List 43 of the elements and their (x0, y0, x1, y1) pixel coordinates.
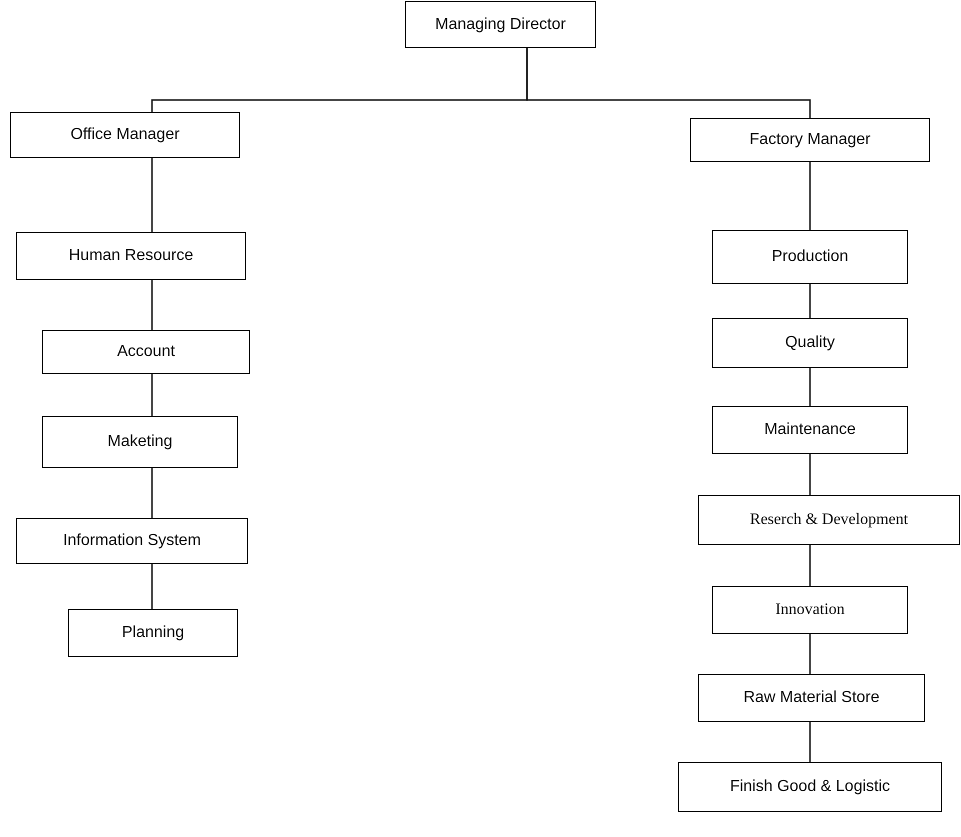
org-box (698, 495, 960, 545)
role-label: Planning (122, 624, 184, 642)
connector-line (809, 722, 811, 762)
connector-line (809, 284, 811, 318)
org-box (42, 330, 250, 374)
org-box (68, 609, 238, 657)
connector-line (809, 454, 811, 495)
role-label: Production (772, 248, 848, 266)
role-label: Reserch & Development (750, 511, 908, 529)
connector-line (809, 368, 811, 406)
org-box (405, 1, 596, 48)
role-label: Human Resource (68, 247, 194, 265)
org-box (690, 118, 930, 162)
connector-line (151, 158, 153, 232)
role-label: Managing Director (435, 16, 566, 34)
connector-line (151, 280, 153, 330)
connector-line (809, 545, 811, 586)
role-label: Account (117, 343, 175, 361)
connector-line (526, 48, 811, 118)
role-label: Innovation (775, 601, 845, 619)
role-label: Factory Manager (750, 131, 870, 149)
org-box (712, 586, 908, 634)
connector-line (151, 468, 153, 518)
org-box (712, 318, 908, 368)
org-box (678, 762, 942, 812)
role-label: Raw Material Store (743, 689, 880, 707)
connector-line (151, 374, 153, 416)
org-box (698, 674, 925, 722)
role-label: Maketing (108, 433, 172, 451)
role-label: Finish Good & Logistic (730, 778, 890, 796)
org-box (16, 232, 246, 280)
connector-line (809, 162, 811, 230)
org-box (10, 112, 240, 158)
org-box (16, 518, 248, 564)
org-box (42, 416, 238, 468)
connector-line (809, 634, 811, 674)
connector-line (151, 564, 153, 609)
org-box (712, 406, 908, 454)
role-label: Information System (63, 532, 201, 550)
org-box (712, 230, 908, 284)
role-label: Maintenance (764, 421, 856, 439)
role-label: Office Manager (70, 126, 180, 144)
role-label: Quality (785, 334, 835, 352)
